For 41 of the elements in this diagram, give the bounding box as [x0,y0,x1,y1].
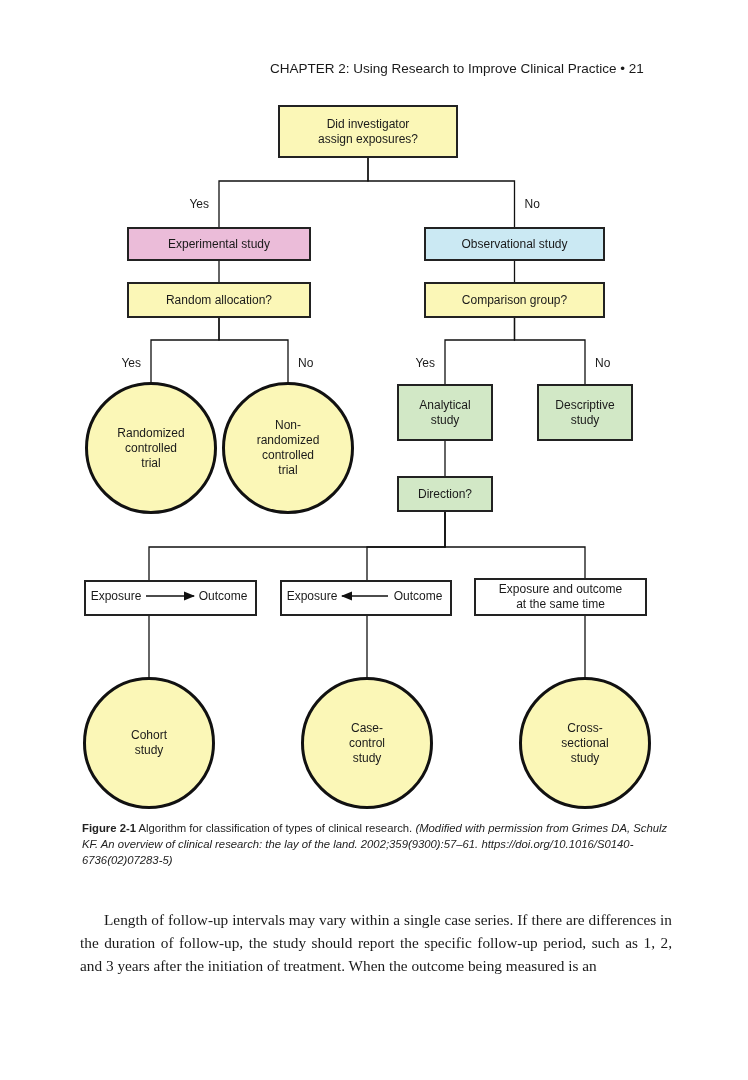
connector-line [513,260,516,283]
connector-line [444,511,586,579]
edge-label: No [296,356,316,370]
connector-line [366,615,368,678]
direction-box [84,580,257,616]
flow-text: Outcome [194,584,252,608]
study-type-circle: Randomized controlled trial [85,382,217,514]
edge-label: No [522,197,542,211]
process-box: Exposure and outcome at the same time [474,578,647,616]
connector-line [584,615,586,678]
process-box: Experimental study [127,227,311,261]
edge-label: Yes [187,197,211,211]
process-box: Comparison group? [424,282,605,318]
connector-line [145,591,196,601]
running-header: CHAPTER 2: Using Research to Improve Clinical Practice • 21 [270,61,644,76]
process-box: Analytical study [397,384,493,441]
edge-label: Yes [413,356,437,370]
connector-line [444,440,446,477]
process-box: Did investigator assign exposures? [278,105,458,158]
connector-line [148,615,150,678]
study-type-circle: Cohort study [83,677,215,809]
connector-line [513,317,586,385]
edge-label: Yes [119,356,143,370]
process-box: Random allocation? [127,282,311,318]
study-type-circle: Non-randomized controlled trial [222,382,354,514]
connector-line [218,317,289,383]
connector-line [218,260,220,283]
flow-text: Outcome [388,584,448,608]
flow-text: Exposure [282,584,342,608]
flow-text: Exposure [86,584,146,608]
study-type-circle: Cross-sectional study [519,677,651,809]
figure-caption: Figure 2-1 Algorithm for classification of types of clinical research. (Modified with permission from Grimes DA, Schulz KF. An overview of clinical research: the lay of the land. 2002;359(9300):57–61. https://doi.org/10.1016/S0140-6736(02)07283-5) [82,821,669,868]
edge-label: No [593,356,613,370]
study-type-circle: Case-control study [301,677,433,809]
process-box: Observational study [424,227,605,261]
process-box: Direction? [397,476,493,512]
connector-line [340,591,389,601]
connector-line [367,157,516,228]
body-paragraph: Length of follow-up intervals may vary within a single case series. If there are differences in the duration of follow-up, the study should report the specific follow-up period, such as 1, 2, and 3 years after the initiation of treatment. When the outcome being measured is an [80,910,672,976]
process-box: Descriptive study [537,384,633,441]
direction-box [280,580,452,616]
